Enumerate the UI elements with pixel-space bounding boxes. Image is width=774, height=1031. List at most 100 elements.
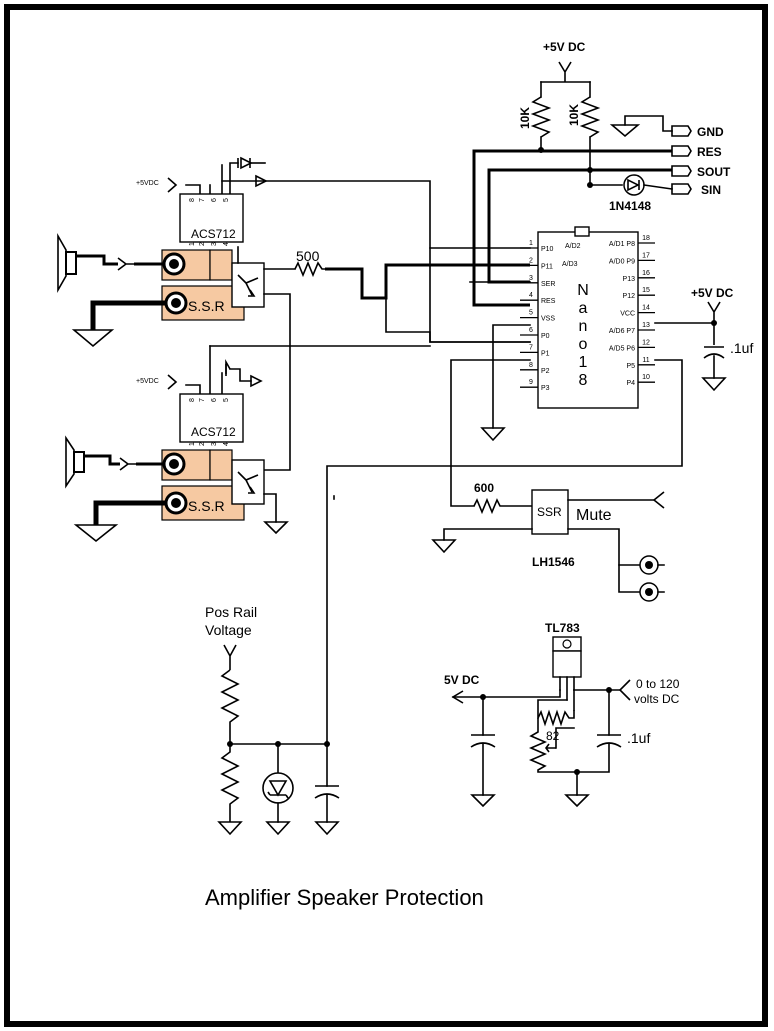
sensor-pin-number: 2 bbox=[199, 242, 206, 246]
mcu-pin-name: P11 bbox=[541, 263, 553, 270]
programming-connector: GND RES SOUT SIN bbox=[609, 115, 731, 197]
sensor1-name: ACS712 bbox=[191, 227, 236, 241]
sensor-pin-number: 2 bbox=[199, 442, 206, 446]
mcu-name-char: N bbox=[577, 282, 589, 299]
mcu-pin-name: SER bbox=[541, 281, 555, 288]
mcu-pin-name: RES bbox=[541, 298, 556, 305]
mute-ssr-label: SSR bbox=[537, 505, 562, 519]
mcu-pin-number: 12 bbox=[642, 339, 650, 346]
mcu-pin-name: A/D5 P6 bbox=[609, 345, 635, 352]
mcu-name-char: 8 bbox=[579, 372, 588, 389]
mute-label: Mute bbox=[576, 507, 612, 524]
pullup-2-label: 10K bbox=[567, 104, 581, 126]
top-supply: +5V DC 10K 10K bbox=[518, 40, 601, 188]
tl783-regulator: TL783 5V DC 0 to 120 volts DC 82 .1uf bbox=[444, 621, 680, 808]
mcu-pin-number: 13 bbox=[642, 322, 650, 329]
mcu-pin-number: 18 bbox=[642, 235, 650, 242]
mcu-pin-name: P10 bbox=[541, 246, 554, 253]
mcu-pin-name: P13 bbox=[623, 276, 636, 283]
mcu-pin-number: 6 bbox=[529, 327, 533, 334]
mcu-pin-number: 3 bbox=[529, 275, 533, 282]
mcu-name-char: o bbox=[579, 336, 588, 353]
connector-gnd-label: GND bbox=[697, 125, 724, 139]
mcu-pin-number: 5 bbox=[529, 310, 533, 317]
sensor1-5v-label: +5VDC bbox=[136, 180, 159, 187]
regulator-in-label-2: volts DC bbox=[634, 692, 680, 706]
mcu-name-char: n bbox=[579, 318, 588, 335]
mcu-pin-number: 15 bbox=[642, 287, 650, 294]
resistor-600-label: 600 bbox=[474, 481, 494, 495]
mcu-pin-number: 17 bbox=[642, 252, 650, 259]
diode-1n4148: 1N4148 bbox=[609, 174, 673, 213]
diagram-title: Amplifier Speaker Protection bbox=[205, 885, 484, 910]
sensor2-name: ACS712 bbox=[191, 425, 236, 439]
mcu-pin-number: 14 bbox=[642, 305, 650, 312]
regulator-in-label-1: 0 to 120 bbox=[636, 677, 680, 691]
mcu-pin-name: A/D1 P8 bbox=[609, 241, 635, 248]
mcu-pin-name: A/D0 P9 bbox=[609, 258, 635, 265]
mcu-pin-name: P0 bbox=[541, 333, 550, 340]
mute-part-label: LH1546 bbox=[532, 555, 575, 569]
resistor-500: 500 bbox=[263, 248, 325, 278]
mcu-pin-name: P4 bbox=[626, 380, 635, 387]
sensor-pin-number: 5 bbox=[223, 398, 230, 402]
mcu-pin-number: 16 bbox=[642, 270, 650, 277]
diode-label: 1N4148 bbox=[609, 199, 651, 213]
ssr-1: S.S.R bbox=[161, 249, 265, 321]
speaker-1-icon bbox=[57, 232, 164, 294]
mcu-pin-number: 2 bbox=[529, 257, 533, 264]
pullup-1-label: 10K bbox=[518, 107, 532, 129]
mcu-pin-name: P12 bbox=[623, 293, 636, 300]
speaker-2-icon bbox=[65, 435, 164, 489]
rail-label-1: Pos Rail bbox=[205, 604, 257, 620]
resistor-500-label: 500 bbox=[296, 248, 320, 264]
regulator-cap-label: .1uf bbox=[627, 730, 650, 746]
rail-label-2: Voltage bbox=[205, 622, 252, 638]
regulator-resistor-label: 82 bbox=[546, 729, 560, 743]
mcu-pin-name: P3 bbox=[541, 385, 550, 392]
sensor-pin-number: 1 bbox=[189, 242, 196, 246]
pos-rail-sense: Pos Rail Voltage bbox=[205, 604, 340, 836]
connector-sout-label: SOUT bbox=[697, 165, 731, 179]
diagram-border bbox=[4, 4, 768, 1027]
mcu-pin-number: 1 bbox=[529, 240, 533, 247]
connector-res-label: RES bbox=[697, 145, 722, 159]
mcu-pin-number: 4 bbox=[529, 292, 533, 299]
mcu-pin-name: A/D6 P7 bbox=[609, 328, 635, 335]
mcu-pin-name: VCC bbox=[620, 311, 635, 318]
top-supply-label: +5V DC bbox=[543, 40, 586, 54]
regulator-name: TL783 bbox=[545, 621, 580, 635]
sensor2-5v-label: +5VDC bbox=[136, 378, 159, 385]
mcu-alt-ad3: A/D3 bbox=[562, 261, 578, 268]
mcu-pin-number: 7 bbox=[529, 344, 533, 351]
sensor-pin-number: 6 bbox=[211, 398, 218, 402]
sensor-pin-number: 6 bbox=[211, 198, 218, 202]
vcc-label: +5V DC bbox=[691, 286, 734, 300]
mcu-pin-number: 8 bbox=[529, 362, 533, 369]
mcu-pin-number: 9 bbox=[529, 379, 533, 386]
sensor-pin-number: 8 bbox=[189, 398, 196, 402]
connector-sin-label: SIN bbox=[701, 183, 721, 197]
pullup-resistor-1 bbox=[530, 96, 552, 138]
regulator-out-label: 5V DC bbox=[444, 673, 480, 687]
mcu-pin-name: P5 bbox=[626, 363, 635, 370]
mcu-pin-name: VSS bbox=[541, 316, 555, 323]
sensor-pin-number: 8 bbox=[189, 198, 196, 202]
mute-ssr: 600 SSR Mute LH1546 bbox=[431, 481, 665, 602]
sensor-pin-number: 3 bbox=[211, 442, 218, 446]
sensor-pin-number: 1 bbox=[189, 442, 196, 446]
sensor-pin-number: 5 bbox=[223, 198, 230, 202]
mcu-pin-name: P2 bbox=[541, 368, 550, 375]
ssr2-label: S.S.R bbox=[188, 498, 225, 514]
mcu-pin-name: P1 bbox=[541, 350, 550, 357]
vcc-cap-label: .1uf bbox=[730, 340, 753, 356]
sensor-pin-number: 4 bbox=[223, 442, 230, 446]
mcu-name-char: 1 bbox=[579, 354, 588, 371]
vcc-supply: +5V DC .1uf bbox=[654, 286, 753, 392]
